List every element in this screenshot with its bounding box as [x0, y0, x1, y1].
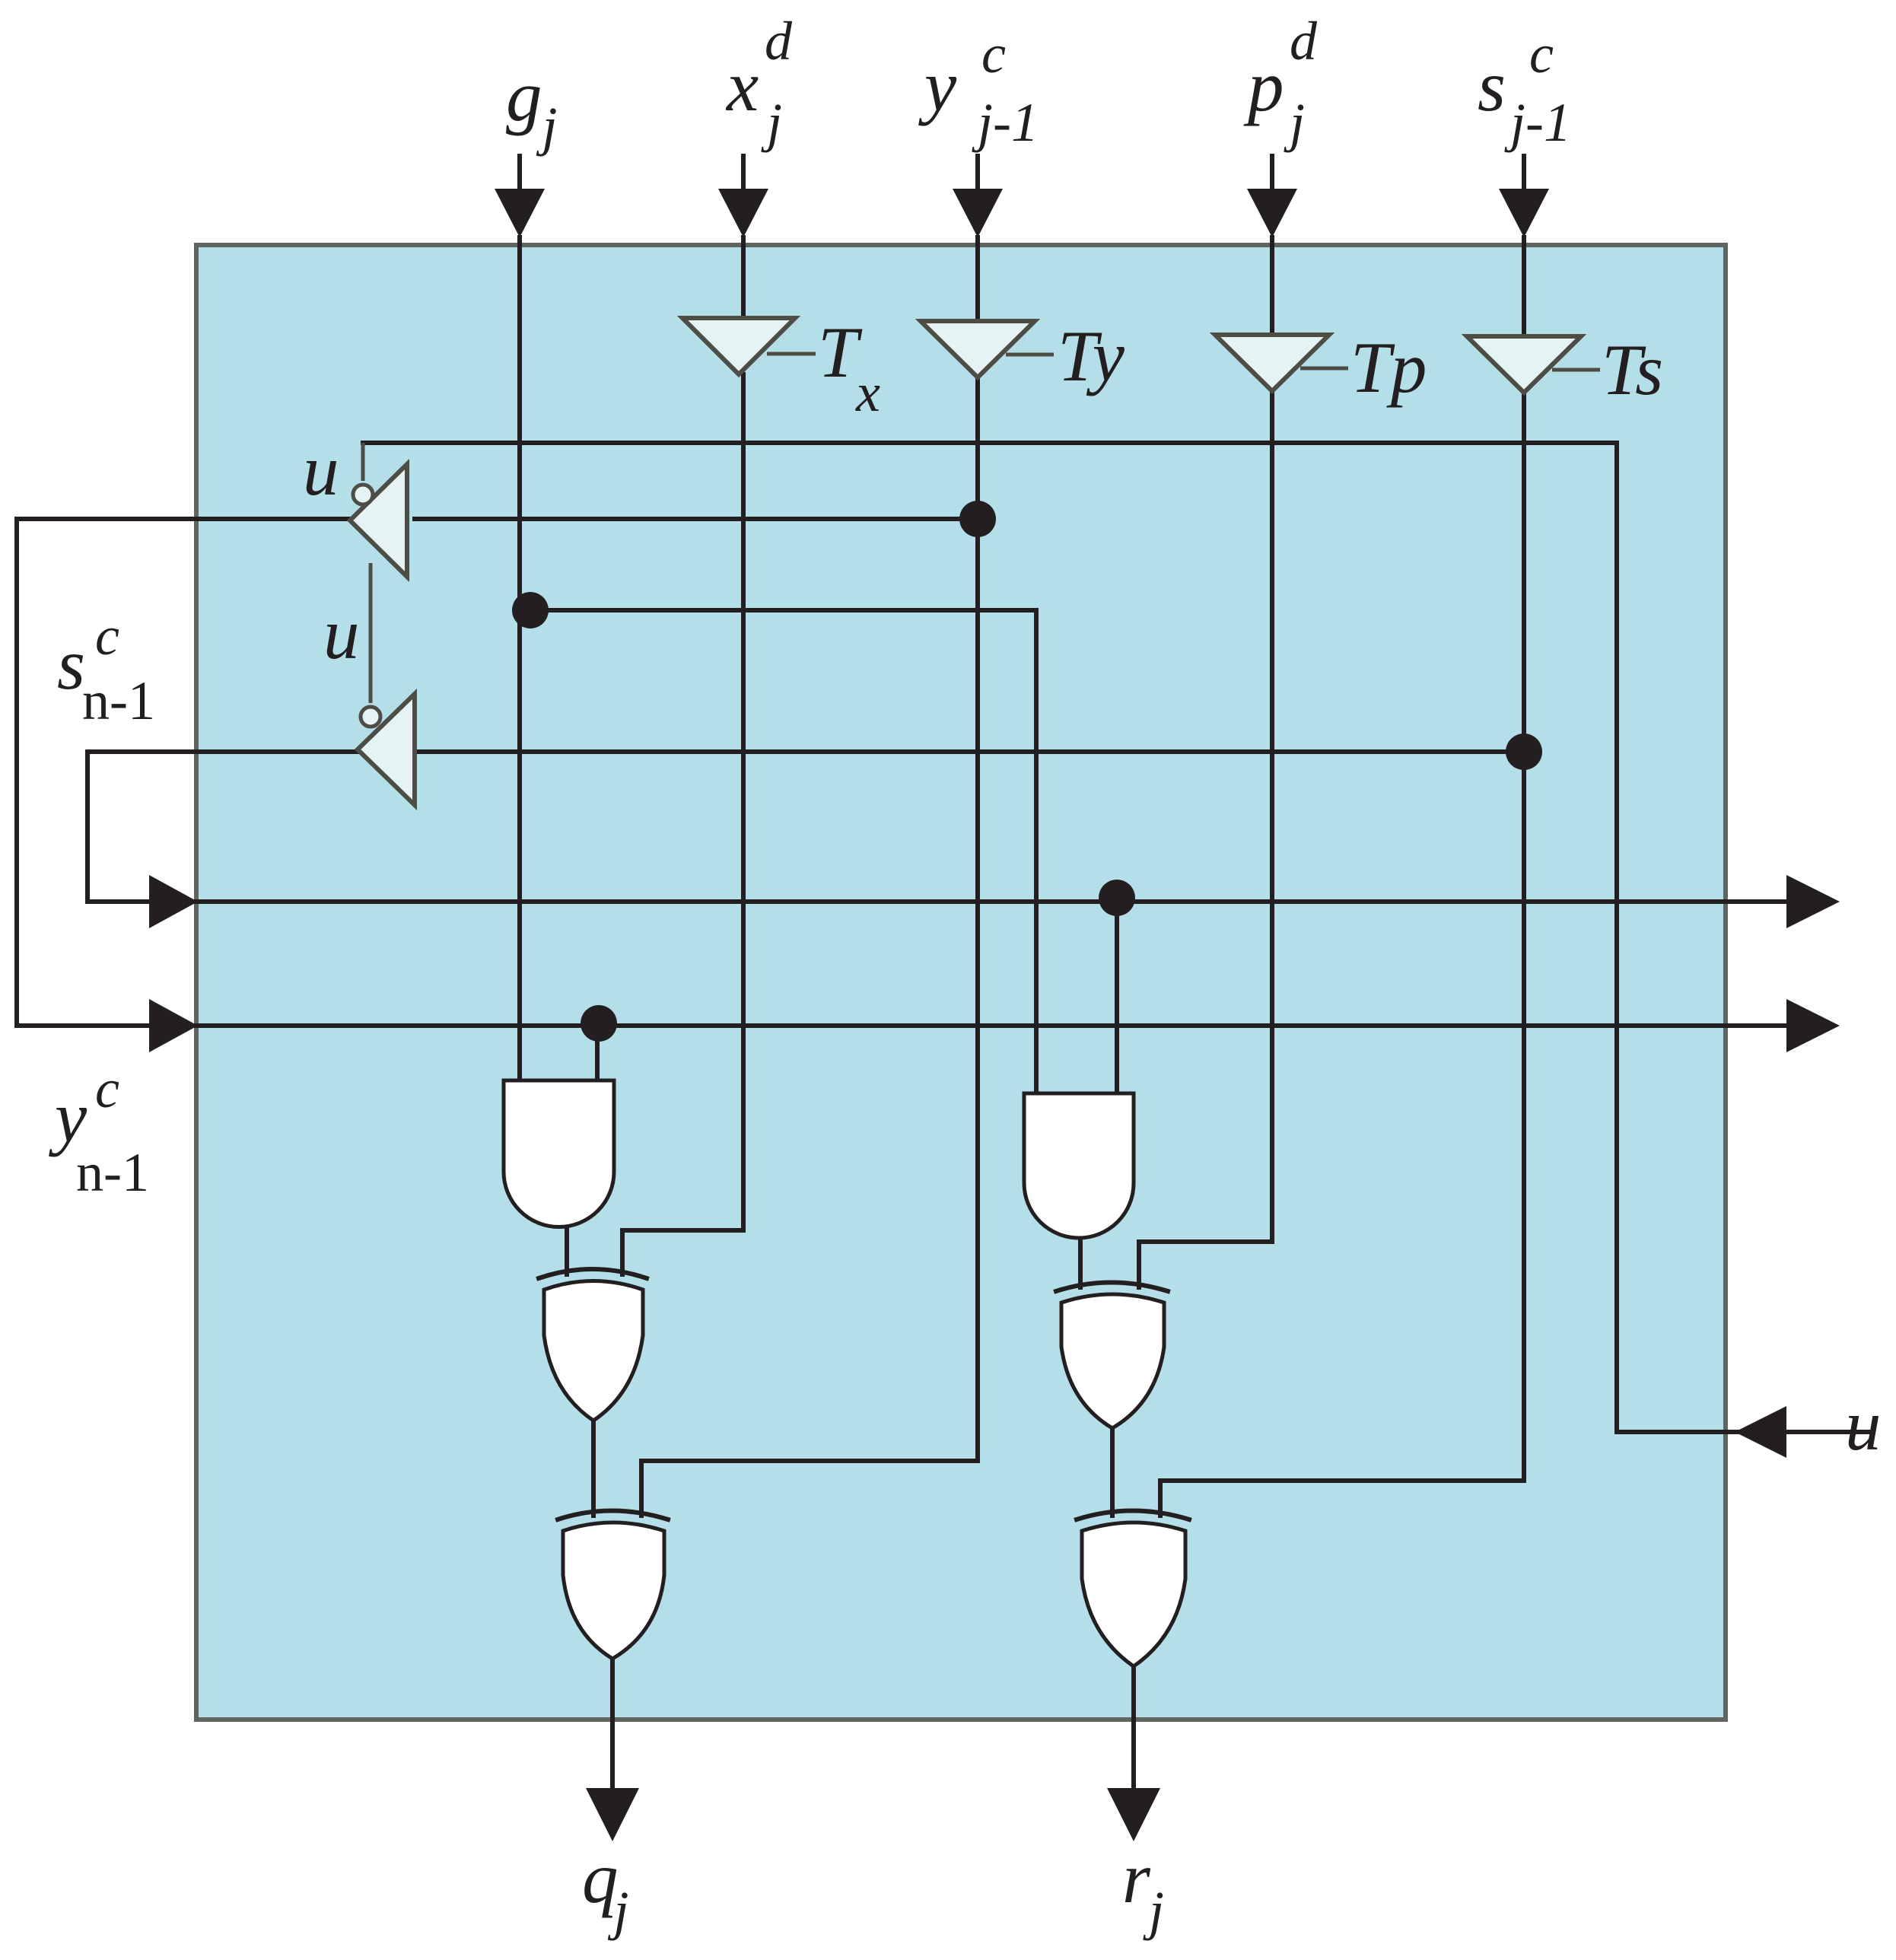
label-u-middle: u	[323, 593, 360, 674]
label-tx: T	[818, 312, 863, 393]
label-y-n1: y	[49, 1077, 87, 1157]
label-p: p	[1243, 46, 1284, 126]
label-y-n1-sub: n-1	[76, 1142, 149, 1203]
label-g-j: g j	[506, 56, 558, 157]
xor-gate-3	[1053, 1280, 1171, 1430]
tristate-buffer-tx	[676, 316, 816, 378]
tristate-buffer-left-lower	[354, 688, 417, 811]
label-ts: Ts	[1602, 329, 1663, 410]
xor-gate-2	[555, 1508, 671, 1661]
label-s: s	[1478, 46, 1506, 126]
label-x: x	[725, 46, 759, 126]
label-ty: Ty	[1058, 316, 1125, 396]
label-p-sup: d	[1290, 11, 1318, 72]
label-s-sub: j-1	[1504, 92, 1571, 153]
label-p-sub: j	[1284, 92, 1305, 153]
label-s-n1-sub: n-1	[82, 670, 155, 731]
tristate-buffer-ts	[1461, 334, 1600, 396]
junction-dots	[512, 501, 1542, 1042]
tristate-buffer-left-upper	[346, 458, 409, 583]
label-x-sup: d	[765, 11, 793, 72]
and-gate-2	[1022, 1091, 1136, 1240]
tristate-buffer-ty	[915, 319, 1054, 381]
label-y: y	[918, 46, 957, 126]
label-r-j: r j	[1122, 1838, 1164, 1941]
label-s-n1-sup: c	[95, 606, 119, 667]
label-tp: Tp	[1350, 327, 1427, 408]
label-q-j: q j	[582, 1838, 629, 1941]
tristate-buffer-tp	[1209, 332, 1348, 395]
label-y-sub: j-1	[972, 92, 1039, 153]
label-y-n1-sup: c	[95, 1058, 119, 1119]
xor-gate-4	[1074, 1508, 1192, 1669]
and-gate-1	[501, 1078, 616, 1229]
label-x-sub: j	[761, 92, 782, 153]
xor-gate-1	[536, 1267, 650, 1424]
label-s-sup: c	[1529, 24, 1554, 84]
top-input-arrows	[495, 154, 1549, 237]
label-u-upper: u	[303, 430, 339, 511]
label-u-right: u	[1845, 1385, 1882, 1465]
label-s-n1: s	[57, 624, 85, 705]
label-y-sup: c	[981, 24, 1006, 84]
label-tx-sub: x	[855, 362, 880, 423]
bottom-output-arrows	[586, 1788, 1160, 1841]
bus-arrows	[149, 875, 1840, 1458]
cell-box	[194, 243, 1728, 1722]
